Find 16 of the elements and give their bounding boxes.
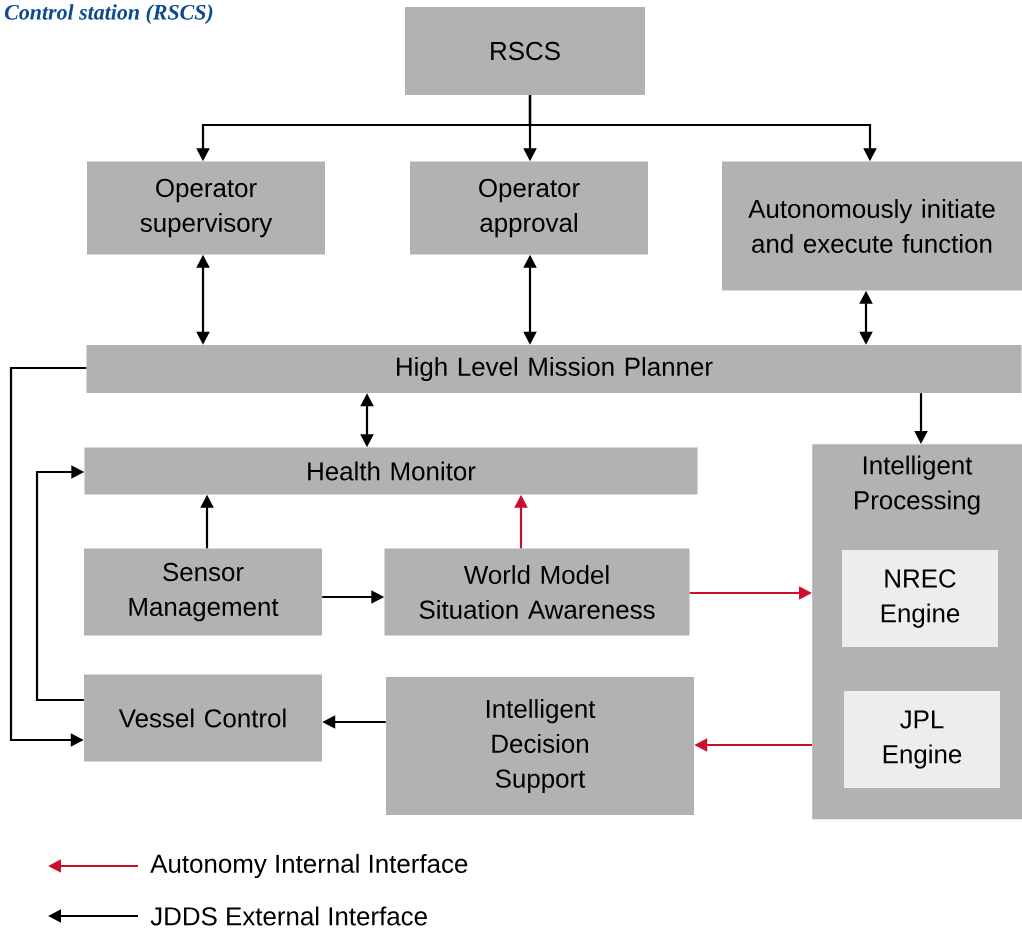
sub-box: JPL Engine — [844, 691, 1000, 788]
process-box: RSCS — [405, 7, 645, 95]
process-box: Vessel Control — [84, 674, 322, 762]
process-box: Operator approval — [410, 161, 648, 255]
legend-label: JDDS External Interface — [150, 906, 427, 926]
sub-box: NREC Engine — [842, 550, 998, 647]
title: Control station (RSCS) — [4, 4, 213, 25]
legend-label: Autonomy Internal Interface — [150, 853, 468, 879]
process-box: Operator supervisory — [87, 161, 325, 255]
process-box: Intelligent Decision Support — [386, 677, 694, 815]
arrow — [9, 366, 87, 747]
process-box: Autonomously initiate and execute function — [722, 161, 1022, 291]
process-box: Sensor Management — [84, 548, 322, 636]
process-box: World Model Situation Awareness — [384, 548, 690, 636]
process-box: High Level Mission Planner — [86, 345, 1022, 393]
process-box: Health Monitor — [84, 447, 698, 495]
